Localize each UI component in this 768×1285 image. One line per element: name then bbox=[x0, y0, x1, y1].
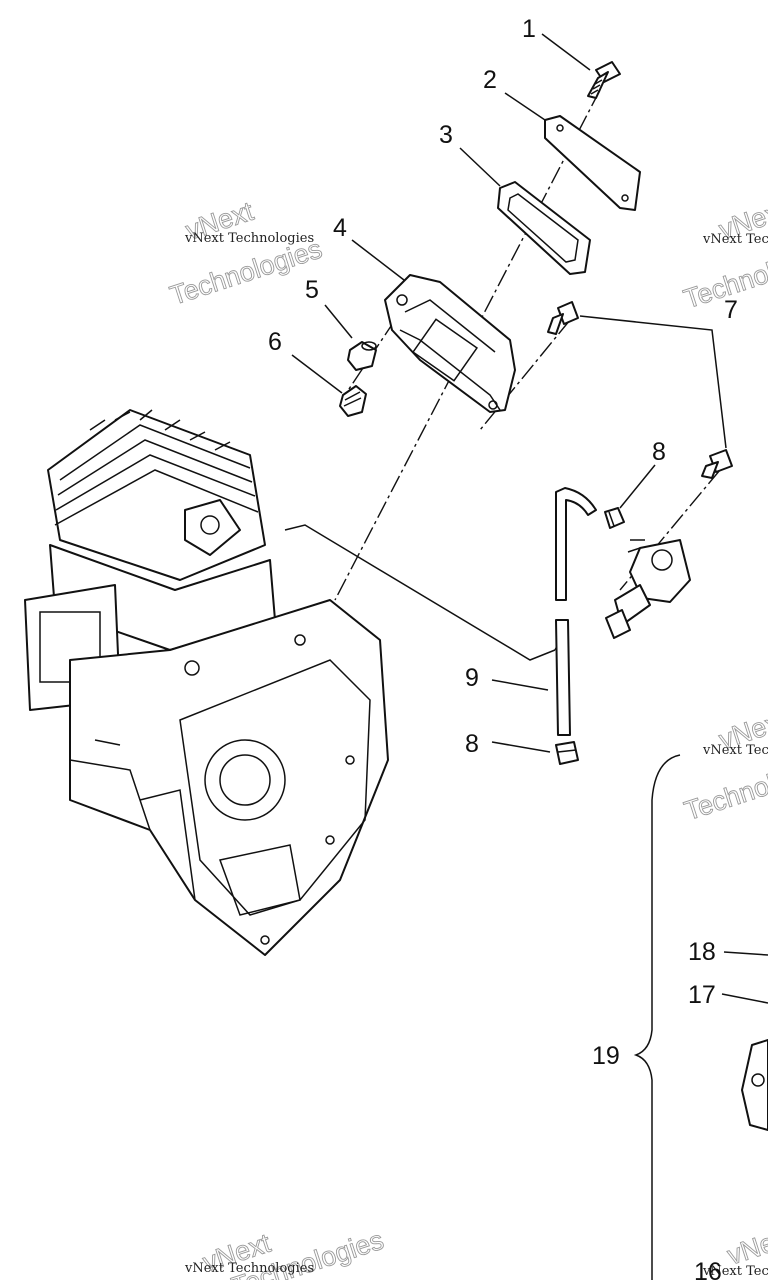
callout-8-upper: 8 bbox=[652, 438, 666, 466]
callout-7: 7 bbox=[724, 296, 738, 324]
assembly-19-bracket bbox=[633, 754, 681, 1280]
part-3-gasket bbox=[497, 181, 591, 275]
part-8-clamp-lower bbox=[555, 741, 579, 765]
engine-block bbox=[24, 409, 389, 956]
part-2-cover-plate bbox=[544, 115, 641, 211]
part-1-bolt bbox=[587, 61, 621, 99]
watermark-small-5: vNext Technologies bbox=[184, 1261, 314, 1276]
callout-4: 4 bbox=[333, 214, 347, 242]
callout-17: 17 bbox=[688, 981, 716, 1009]
oil-pump bbox=[605, 539, 691, 639]
callout-3: 3 bbox=[439, 121, 453, 149]
part-7-screw-lower bbox=[701, 449, 733, 479]
part-8-clamp-upper bbox=[604, 507, 625, 529]
callout-8-lower: 8 bbox=[465, 730, 479, 758]
part-9-oil-hose bbox=[555, 487, 597, 736]
part-6-bushing bbox=[339, 385, 367, 417]
part-7-screw-upper bbox=[547, 301, 579, 335]
callout-16: 16 bbox=[694, 1258, 722, 1280]
part-4-reed-housing bbox=[384, 274, 516, 413]
callout-9: 9 bbox=[465, 664, 479, 692]
watermark-small-2: vNext Technologies bbox=[702, 232, 768, 247]
callout-18: 18 bbox=[688, 938, 716, 966]
watermark-small-4: vNext Technologies bbox=[702, 743, 768, 758]
watermark-top-right: vNext Technologies bbox=[680, 195, 768, 315]
callouts: 1 2 3 4 5 6 7 8 9 8 18 17 19 16 bbox=[268, 15, 738, 1285]
watermark-big-8: Technologies bbox=[681, 749, 768, 826]
part-5-sleeve bbox=[347, 341, 377, 371]
callout-6: 6 bbox=[268, 328, 282, 356]
callout-2: 2 bbox=[483, 66, 497, 94]
callout-19: 19 bbox=[592, 1042, 620, 1070]
watermark-small-6: vNext Technologies bbox=[702, 1264, 768, 1279]
watermark-mid-right: vNext Technologies bbox=[680, 705, 768, 827]
assembly-19-partial-part bbox=[741, 1039, 768, 1131]
leader-lines bbox=[291, 33, 768, 1004]
watermark-small-1: vNext Technologies bbox=[184, 231, 314, 246]
callout-1: 1 bbox=[522, 15, 536, 43]
callout-5: 5 bbox=[305, 276, 319, 304]
